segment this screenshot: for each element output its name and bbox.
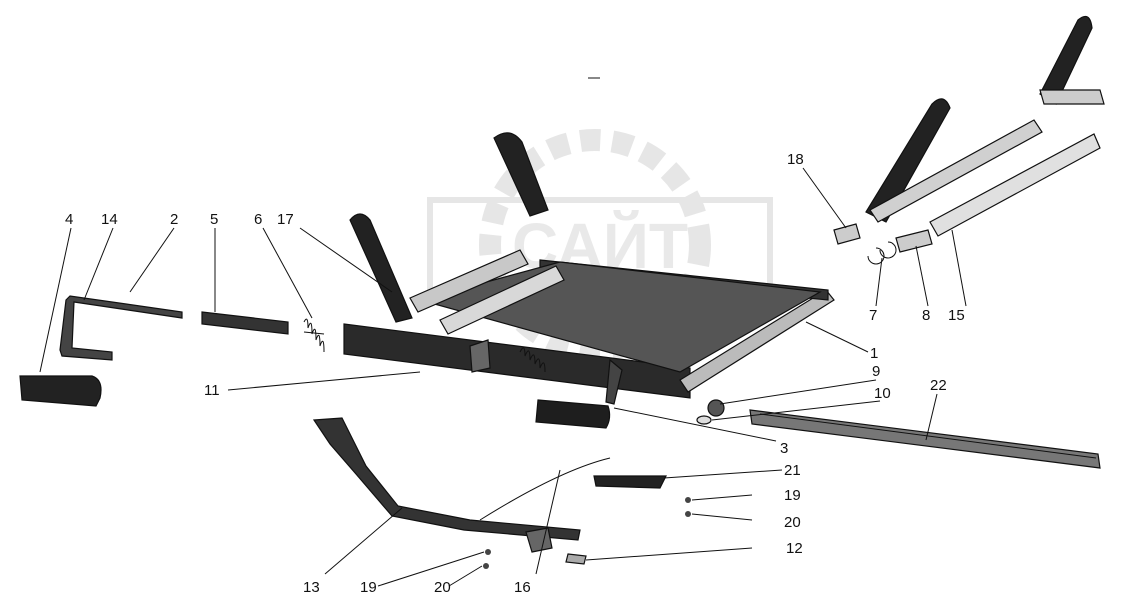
label-17: 17: [277, 211, 294, 228]
label-13: 13: [303, 579, 320, 596]
leader-lines: [39, 167, 967, 587]
part-21-plate: [593, 475, 667, 489]
label-10: 10: [874, 385, 891, 402]
label-19-right: 19: [784, 487, 801, 504]
part-20-nut-b: [483, 563, 489, 569]
part-5-tube: [201, 311, 289, 335]
label-16: 16: [514, 579, 531, 596]
label-20-left: 20: [434, 579, 451, 596]
label-2: 2: [170, 211, 178, 228]
seat-frame-assembly: [343, 132, 835, 429]
part-4-handle-grip: [19, 375, 102, 407]
label-18: 18: [787, 151, 804, 168]
label-9: 9: [872, 363, 880, 380]
part-16-bracket: [525, 527, 553, 553]
part-9-bushing: [707, 399, 725, 417]
part-19-screw-a: [685, 497, 691, 503]
cable: [479, 457, 611, 521]
label-3: 3: [780, 440, 788, 457]
label-6: 6: [254, 211, 262, 228]
label-7: 7: [869, 307, 877, 324]
label-5: 5: [210, 211, 218, 228]
label-14: 14: [101, 211, 118, 228]
label-1: 1: [870, 345, 878, 362]
part-19-screw-b: [485, 549, 491, 555]
label-20-right: 20: [784, 514, 801, 531]
part-13-release-lever: [312, 417, 581, 541]
label-12: 12: [786, 540, 803, 557]
part-6-spring: [303, 318, 325, 353]
label-22: 22: [930, 377, 947, 394]
part-10-washer: [696, 415, 712, 425]
label-15: 15: [948, 307, 965, 324]
label-11: 11: [204, 382, 220, 399]
part-12-spring: [565, 553, 587, 565]
part-8-pin: [895, 229, 933, 253]
part-18-bolt: [833, 223, 861, 245]
part-20-nut-a: [685, 511, 691, 517]
label-4: 4: [65, 211, 73, 228]
label-21: 21: [784, 462, 801, 479]
rail-line: [759, 413, 1097, 459]
part-22-slide-rail: [749, 409, 1101, 469]
label-19-left: 19: [360, 579, 377, 596]
part-14-crank-rod: [59, 295, 183, 361]
label-8: 8: [922, 307, 930, 324]
upper-arm-assembly: [865, 15, 1105, 237]
